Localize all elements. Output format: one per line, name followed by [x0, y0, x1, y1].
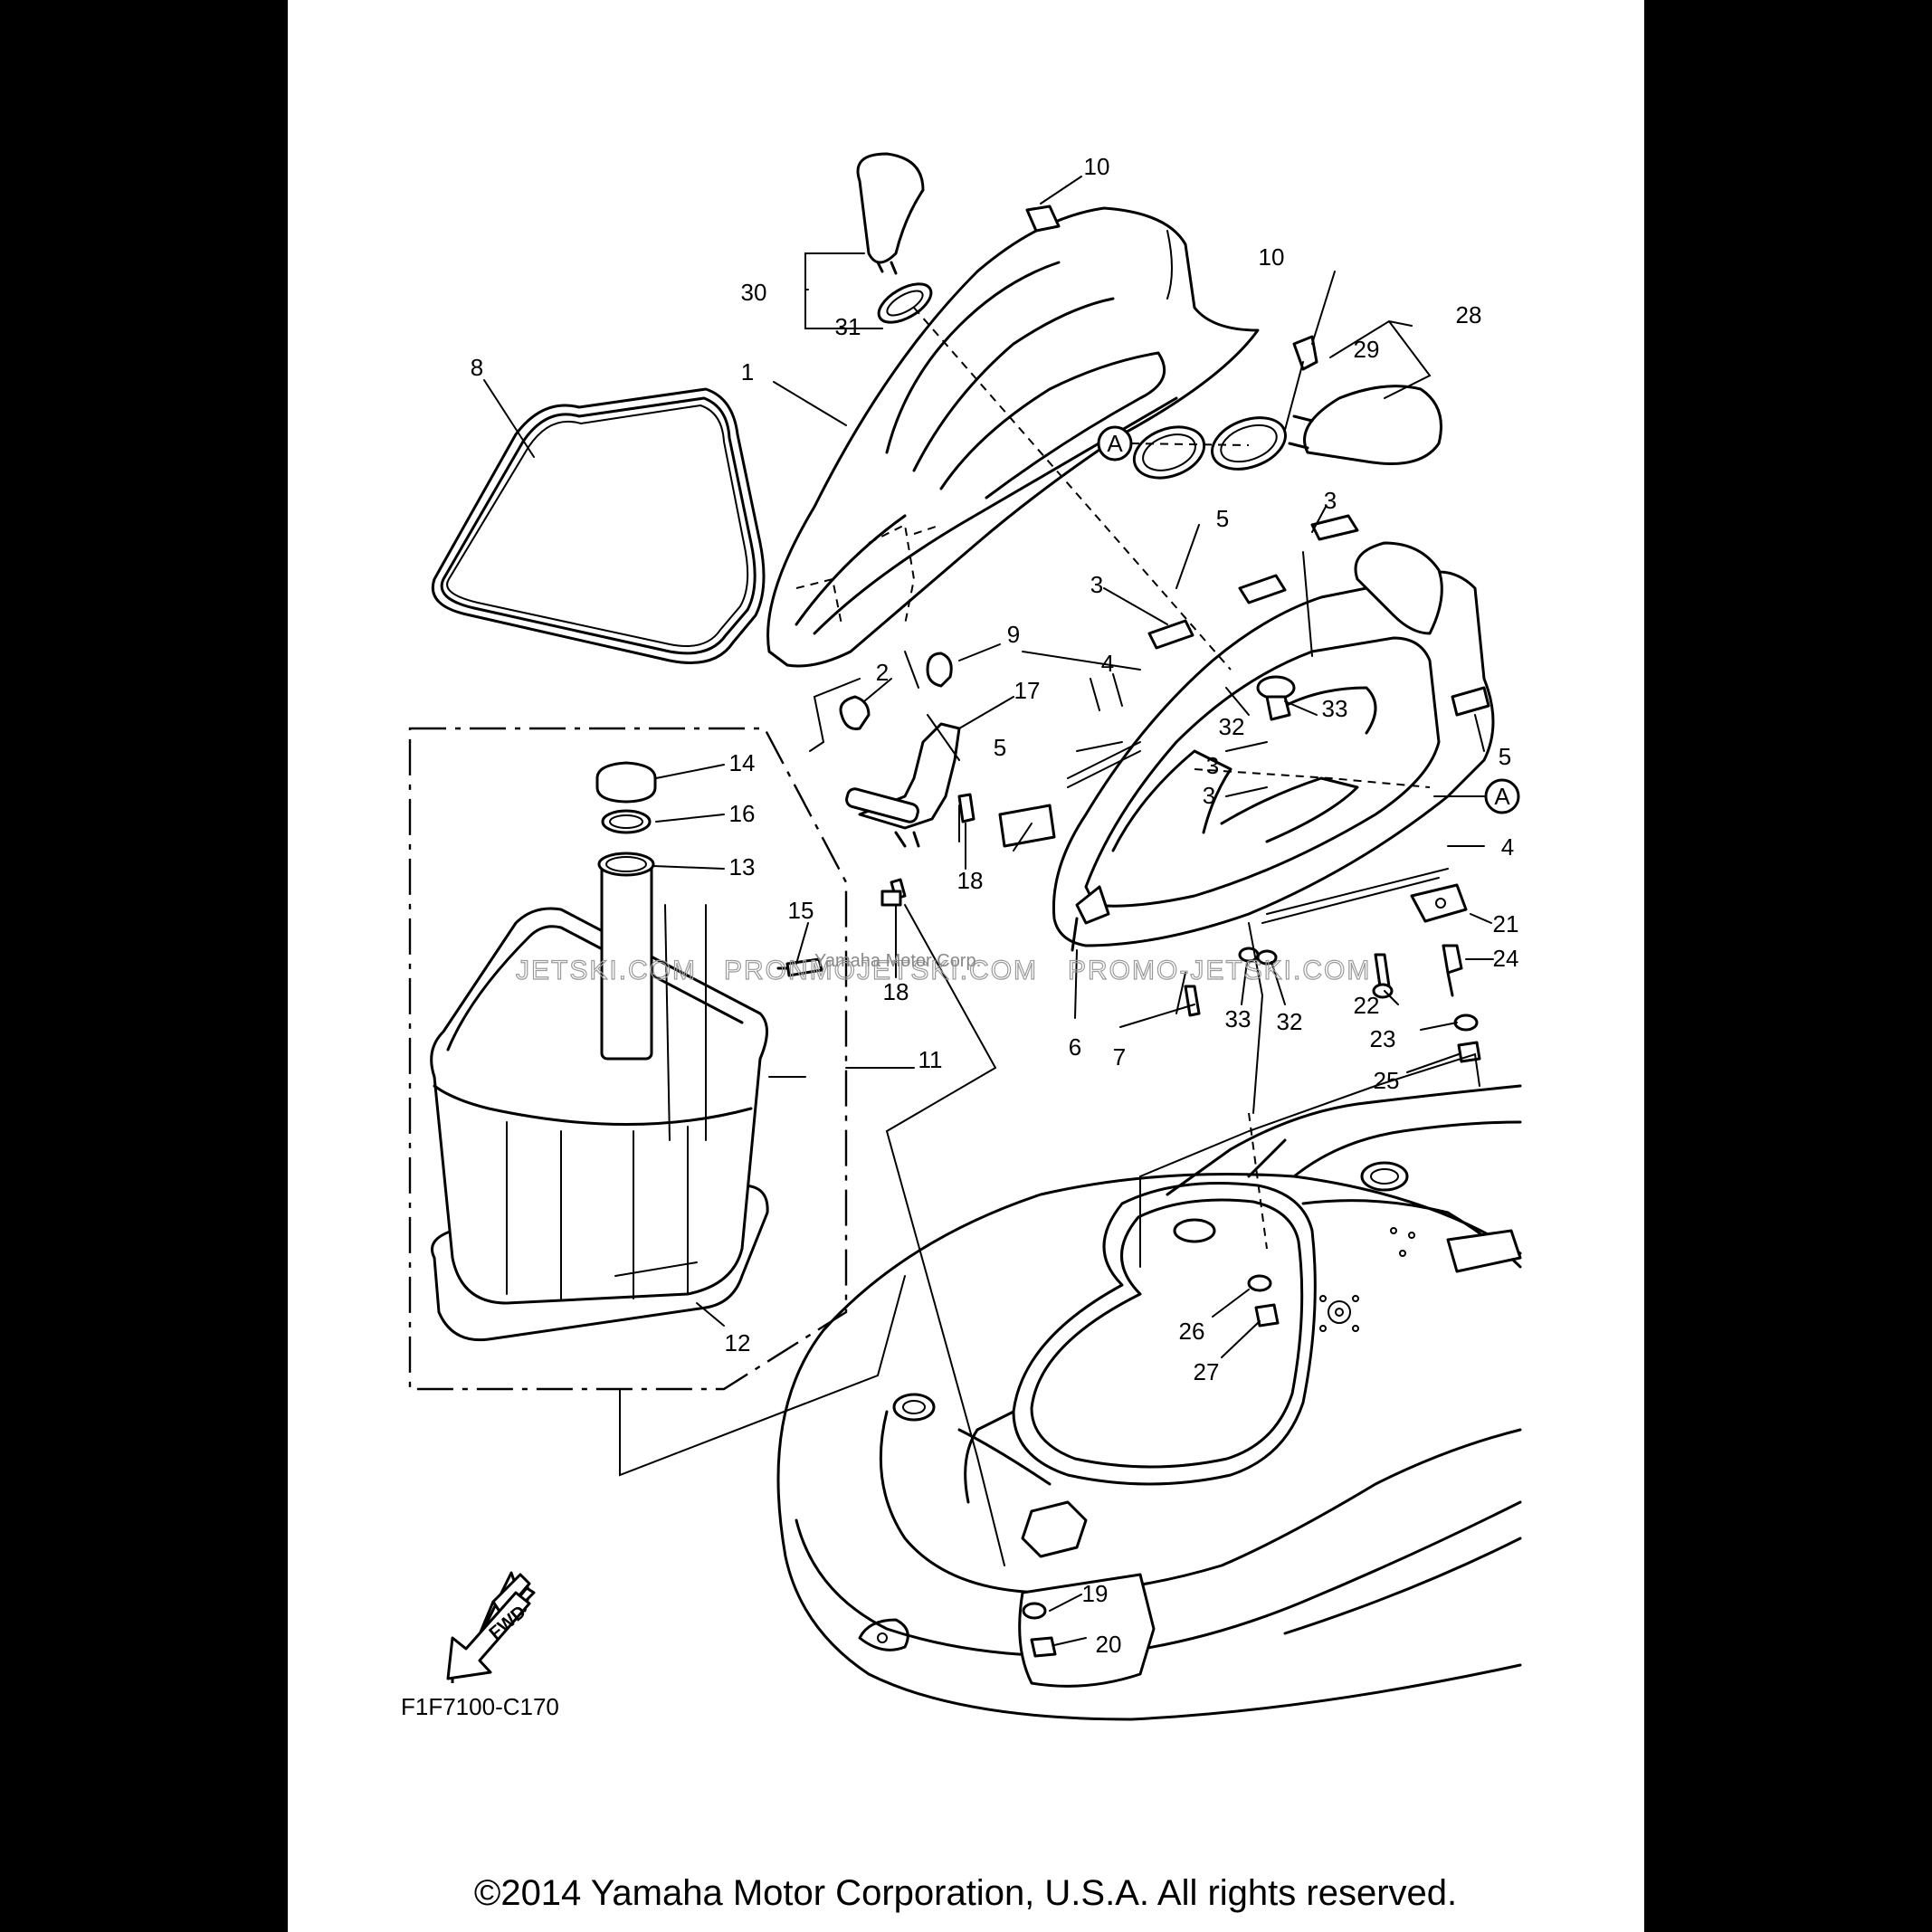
label-33-bottom: 33	[1225, 1005, 1252, 1033]
label-16: 16	[729, 800, 756, 827]
svg-text:PROMO-JETSKI.COM: PROMO-JETSKI.COM	[1068, 956, 1371, 985]
label-19: 19	[1082, 1580, 1109, 1607]
part-11-storage-box-outline	[408, 727, 848, 1391]
connector-lines	[614, 307, 1480, 1566]
label-31: 31	[835, 313, 861, 340]
label-3-mid: 3	[1206, 752, 1219, 779]
label-12: 12	[725, 1329, 751, 1356]
label-33-top: 33	[1322, 695, 1348, 722]
svg-text:A: A	[1107, 430, 1123, 457]
copyright-notice: ©2014 Yamaha Motor Corporation, U.S.A. A…	[474, 1873, 1457, 1913]
label-17: 17	[1014, 677, 1041, 704]
label-21: 21	[1493, 910, 1519, 937]
decal-strips	[998, 514, 1490, 924]
label-11: 11	[918, 1046, 943, 1073]
label-15: 15	[788, 897, 814, 924]
fasteners-right	[1184, 883, 1481, 1063]
svg-text:A: A	[1494, 783, 1510, 810]
label-5-top: 5	[1216, 505, 1229, 532]
label-22: 22	[1354, 992, 1380, 1019]
label-26: 26	[1179, 1318, 1205, 1345]
leader-lines	[483, 176, 1494, 1646]
part-30-left-mirror	[856, 152, 933, 324]
label-23: 23	[1370, 1025, 1396, 1052]
label-4-right: 4	[1501, 833, 1514, 861]
label-18-right: 18	[957, 867, 984, 894]
label-30: 30	[741, 279, 767, 306]
watermarks: JETSKI.COM PRONMOJETSKI.COM PROMO-JETSKI…	[515, 951, 1371, 986]
label-18-left: 18	[883, 978, 909, 1005]
label-5-right: 5	[1499, 743, 1511, 770]
label-3-lower: 3	[1203, 782, 1215, 809]
label-20: 20	[1096, 1631, 1122, 1658]
label-6: 6	[1069, 1033, 1081, 1061]
svg-text:Yamaha Motor Corp.: Yamaha Motor Corp.	[814, 951, 981, 971]
part-12-storage-box	[430, 761, 823, 1342]
label-4-left: 4	[1101, 650, 1114, 677]
label-32-bottom: 32	[1277, 1008, 1303, 1035]
part-number-labels: 10 10 30 31 28 29 8 1 3 5 3 9 4 2 17 32 …	[471, 153, 1519, 1658]
label-29: 29	[1354, 336, 1380, 363]
label-3-left: 3	[1090, 571, 1103, 598]
label-9: 9	[1007, 621, 1020, 648]
label-10-top: 10	[1084, 153, 1110, 180]
label-1: 1	[741, 358, 754, 385]
label-10-right: 10	[1259, 243, 1285, 271]
part-28-right-mirror	[1132, 385, 1442, 480]
label-13: 13	[729, 853, 756, 880]
part-1-front-hood	[766, 206, 1260, 668]
part-17-hinge	[839, 652, 976, 907]
label-5-left: 5	[994, 734, 1006, 761]
storage-bin-assembly	[1052, 541, 1495, 952]
figure-code: F1F7100-C170	[401, 1693, 559, 1720]
hull-deck	[776, 1084, 1522, 1721]
label-27: 27	[1194, 1358, 1220, 1385]
label-2: 2	[876, 659, 889, 686]
reference-marker-a: A A	[1097, 425, 1520, 814]
svg-text:PRONMOJETSKI.COM: PRONMOJETSKI.COM	[724, 956, 1038, 985]
fwd-arrow-icon: FWD	[446, 1571, 536, 1683]
label-8: 8	[471, 354, 483, 381]
label-7: 7	[1113, 1043, 1126, 1071]
part-8-seal-ring	[432, 387, 766, 664]
label-28: 28	[1456, 301, 1482, 328]
label-25: 25	[1374, 1067, 1400, 1094]
part-10-clips	[1025, 205, 1318, 371]
label-14: 14	[729, 749, 756, 776]
label-3-top: 3	[1324, 487, 1337, 514]
label-24: 24	[1493, 945, 1519, 972]
label-32-top: 32	[1219, 713, 1245, 740]
svg-text:JETSKI.COM: JETSKI.COM	[516, 956, 697, 985]
